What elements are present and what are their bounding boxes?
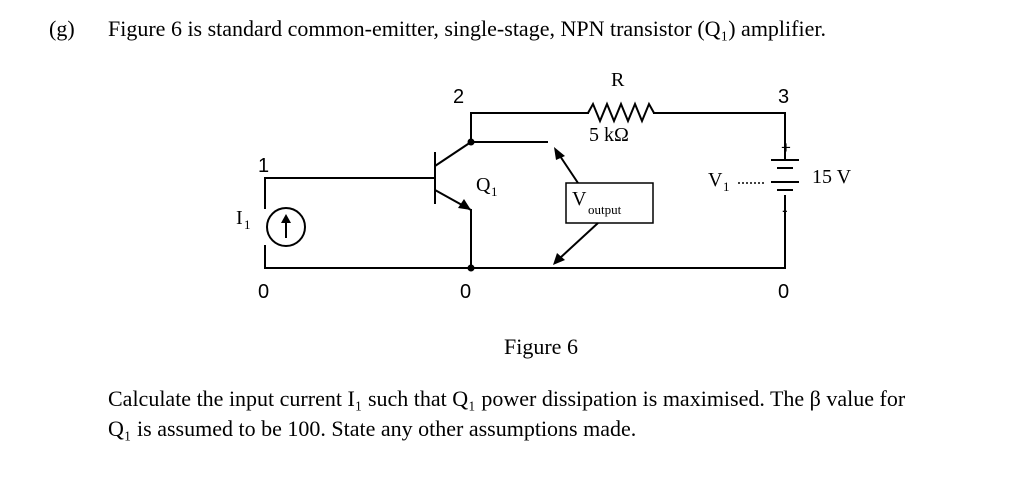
transistor-symbol	[434, 141, 548, 211]
question-line-1: Calculate the input current I₁ such that…	[108, 386, 906, 411]
node-label-2: 2	[453, 86, 464, 108]
resistor-value: 5 kΩ	[589, 124, 629, 146]
battery-minus-sign: -	[782, 201, 788, 220]
probe-upper-arrow-icon	[554, 147, 565, 160]
figure-caption: Figure 6	[504, 334, 578, 359]
current-source-label-sub: 1	[244, 217, 251, 232]
node-label-0-left: 0	[258, 281, 269, 303]
battery-plus-sign: +	[781, 138, 791, 157]
probe-lower-arrow-icon	[553, 253, 565, 265]
question-body: Calculate the input current I₁ such that…	[108, 384, 1018, 444]
current-source-label: I	[236, 207, 243, 229]
node-label-1: 1	[258, 155, 269, 177]
node-label-3: 3	[778, 86, 789, 108]
voltage-value: 15 V	[812, 166, 852, 188]
current-up-arrow-icon	[281, 214, 291, 223]
node-dot-emitter	[467, 264, 475, 272]
transistor-label: Q	[476, 174, 491, 196]
question-intro: Figure 6 is standard common-emitter, sin…	[108, 16, 826, 41]
resistor-name: R	[611, 69, 625, 91]
node-label-0-mid: 0	[460, 281, 471, 303]
transistor-label-sub: 1	[491, 184, 498, 199]
voltmeter-label-sub: output	[588, 202, 622, 217]
probe-upper-line	[559, 155, 579, 184]
node-label-0-right: 0	[778, 281, 789, 303]
emitter-arrow-icon	[458, 199, 471, 210]
battery-symbol	[771, 159, 799, 191]
voltage-source-label-sub: 1	[723, 179, 730, 194]
voltage-source-label: V	[708, 169, 723, 191]
node-dot-collector	[467, 138, 475, 146]
voltmeter-label: V	[572, 188, 587, 210]
question-line-2: Q₁ is assumed to be 100. State any other…	[108, 416, 637, 441]
resistor-symbol	[587, 101, 655, 124]
voltmeter-box	[565, 182, 654, 224]
probe-lower-line	[559, 222, 599, 259]
question-part-label: (g)	[49, 16, 75, 41]
current-source-symbol	[266, 207, 306, 247]
